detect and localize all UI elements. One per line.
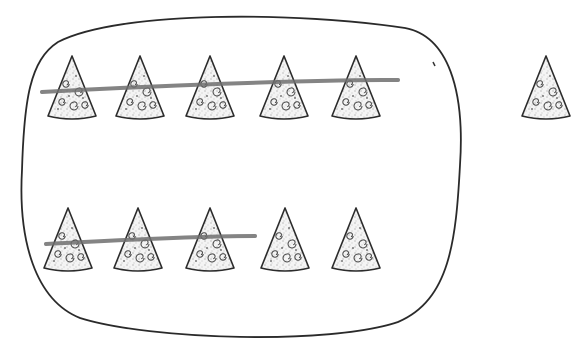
cone-shape <box>44 208 92 271</box>
cone-shape <box>332 56 380 119</box>
cone-shape <box>260 56 308 119</box>
cone-shape <box>186 56 234 119</box>
cone-shape <box>261 208 309 271</box>
cone-shape <box>522 56 570 119</box>
cone-shape <box>332 208 380 271</box>
cone-shape <box>186 208 234 271</box>
pencil-mark <box>433 62 435 66</box>
lasso-outline <box>21 17 460 337</box>
